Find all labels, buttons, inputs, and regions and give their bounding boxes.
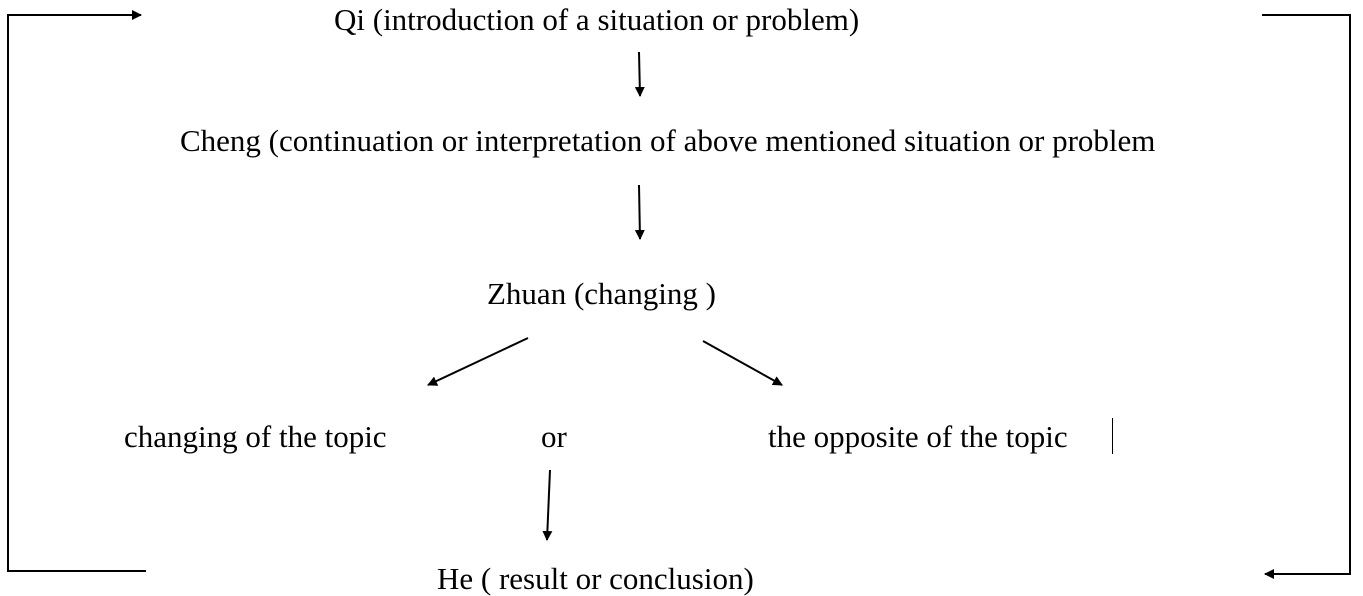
arrow-zhuan-to-changing-topic bbox=[427, 337, 529, 386]
arrow-zhuan-to-opposite-topic bbox=[702, 340, 783, 386]
node-or: or bbox=[541, 419, 567, 454]
node-zhuan: Zhuan (changing ) bbox=[487, 276, 716, 311]
arrow-right-loop-qi-to-he bbox=[1262, 14, 1351, 579]
arrow-left-loop-he-to-qi bbox=[7, 10, 146, 572]
node-changing-topic: changing of the topic bbox=[124, 419, 387, 454]
arrow-or-to-he bbox=[542, 469, 553, 541]
node-cheng: Cheng (continuation or interpretation of… bbox=[180, 123, 1156, 158]
arrow-cheng-to-zhuan bbox=[634, 184, 645, 240]
arrow-qi-to-cheng bbox=[634, 51, 645, 97]
text-cursor bbox=[1112, 418, 1113, 454]
node-he: He ( result or conclusion) bbox=[437, 561, 754, 596]
node-opposite-topic: the opposite of the topic bbox=[768, 419, 1068, 454]
node-qi: Qi (introduction of a situation or probl… bbox=[334, 2, 860, 37]
